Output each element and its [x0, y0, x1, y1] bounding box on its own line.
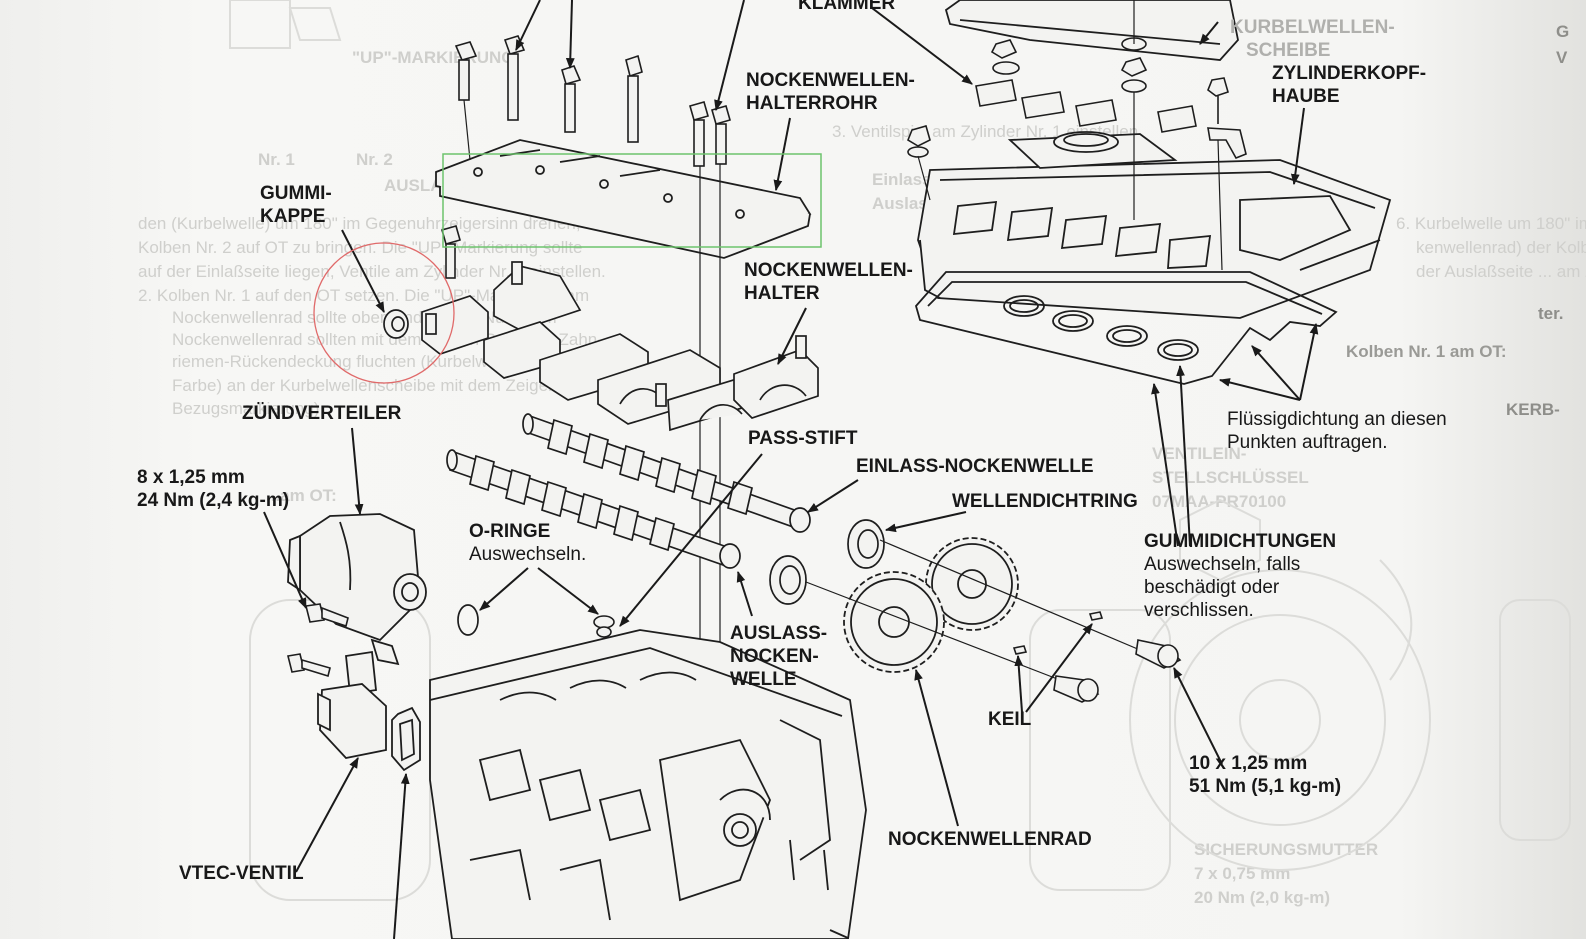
label-fluessigdichtung-2: Punkten auftragen. — [1227, 432, 1388, 453]
intake-camshaft — [522, 413, 811, 533]
ghost-einlass: Einlass — [872, 170, 932, 189]
label-gummidichtungen-note-2: beschädigt oder — [1144, 577, 1280, 598]
label-nockenwellen-halter-2: HALTER — [744, 283, 820, 304]
label-gummidichtungen-title: GUMMIDICHTUNGEN — [1144, 531, 1337, 552]
label-vtec-ventil: VTEC-VENTIL — [179, 863, 304, 884]
ghost-sicherung-3: 20 Nm (2,0 kg-m) — [1194, 888, 1331, 907]
label-gummi-kappe-2: KAPPE — [260, 206, 326, 227]
label-auslass-nockenwelle-1: AUSLASS- — [730, 623, 828, 644]
label-nockenwellen-halter: NOCKENWELLEN- HALTER — [744, 259, 913, 305]
ghost-step2e: Farbe) an der Kurbelwellenscheibe mit de… — [172, 376, 576, 395]
distributor-bolt — [287, 603, 349, 678]
label-einlass-nockenwelle: EINLASS-NOCKENWELLE — [856, 456, 1094, 477]
camshaft-gears — [843, 537, 1019, 673]
label-pass-stift: PASS-STIFT — [748, 428, 858, 449]
ghost-step2a: 2. Kolben Nr. 1 auf den OT setzen. Die "… — [138, 286, 590, 305]
label-zylinderkopf-haube-2: HAUBE — [1272, 86, 1340, 107]
highlight-box-holder-pipe — [442, 153, 822, 248]
label-kurbelwellen-scheibe: KURBELWELLEN- SCHEIBE — [1230, 16, 1395, 62]
holder-bolts — [441, 35, 731, 279]
exhaust-camshaft — [446, 449, 741, 569]
cover-gasket — [914, 271, 1338, 385]
nuts-washers — [907, 37, 1247, 160]
label-torque-distributor: 8 x 1,25 mm 24 Nm (2,4 kg-m) — [137, 466, 289, 512]
label-nockenwellen-halterrohr-1: NOCKENWELLEN- — [746, 70, 915, 91]
o-ring — [457, 604, 479, 636]
label-kurbelwellen-scheibe-2: SCHEIBE — [1246, 40, 1331, 61]
ghost-nr2: Nr. 2 — [356, 150, 393, 169]
ghost-ventilein-1: VENTILEIN- — [1152, 444, 1247, 463]
ghost-para1c: auf der Einlaßseite liegen, Ventile am Z… — [138, 262, 606, 281]
label-zylinderkopf-haube-1: ZYLINDERKOPF- — [1272, 63, 1427, 84]
ghost-para1a: den (Kurbelwelle) um 180" im Gegenuhrzei… — [138, 214, 643, 233]
label-gummi-kappe: GUMMI- KAPPE — [260, 182, 332, 228]
label-fluessigdichtung-1: Flüssigdichtung an diesen — [1227, 409, 1447, 430]
valve-cover — [917, 131, 1392, 319]
label-zylinderkopf-haube: ZYLINDERKOPF- HAUBE — [1272, 62, 1426, 108]
ghost-step6a: 6. Kurbelwelle um 180" im Gegenuhrzeiger… — [1396, 214, 1586, 233]
label-zuendverteiler: ZÜNDVERTEILER — [242, 403, 402, 424]
vtec-valve — [317, 650, 421, 772]
ghost-ter: ter. — [1538, 304, 1564, 323]
label-o-ringe-note: Auswechseln. — [469, 544, 587, 565]
highlight-circle-rubber-cap — [313, 242, 455, 384]
ghost-kerb: KERB- — [1506, 400, 1560, 419]
oil-seals — [769, 519, 885, 605]
ghost-auslass2: Auslass — [872, 194, 938, 213]
leader-arrows — [263, 0, 1319, 939]
label-kurbelwellen-scheibe-1: KURBELWELLEN- — [1230, 17, 1395, 38]
label-wellendichtring: WELLENDICHTRING — [952, 491, 1138, 512]
ghost-ventilein-2: STELLSCHLÜSSEL — [1152, 468, 1309, 487]
spark-plug-cover — [944, 0, 1239, 61]
label-gummidichtungen-note-1: Auswechseln, falls — [1144, 554, 1301, 575]
ghost-am-ot: ...am OT: — [266, 486, 337, 505]
label-torque-distributor-size: 8 x 1,25 mm — [137, 467, 245, 488]
cylinder-head — [429, 629, 867, 939]
label-nockenwellen-halterrohr: NOCKENWELLEN- HALTERROHR — [746, 69, 915, 115]
label-torque-camgear-value: 51 Nm (5,1 kg-m) — [1189, 776, 1342, 797]
keys-bolts — [1012, 611, 1182, 703]
label-torque-camgear-size: 10 x 1,25 mm — [1189, 753, 1308, 774]
label-gummidichtungen: GUMMIDICHTUNGEN Auswechseln, falls besch… — [1144, 530, 1336, 622]
label-nockenwellen-halter-1: NOCKENWELLEN- — [744, 260, 913, 281]
ghost-step6c: der Auslaßseite ... am Zylinder Nr. 4 ei… — [1416, 262, 1586, 281]
camshaft-holders — [421, 261, 819, 432]
ghost-edge-g: G — [1556, 22, 1570, 41]
label-auslass-nockenwelle: AUSLASS- NOCKEN- WELLE — [730, 622, 827, 691]
ghost-nr1: Nr. 1 — [258, 150, 295, 169]
pin-o-ring — [593, 615, 615, 638]
label-gummi-kappe-1: GUMMI- — [260, 183, 332, 204]
label-klammer: KLAMMER — [798, 0, 896, 14]
rubber-cap — [383, 309, 409, 339]
label-auslass-nockenwelle-3: WELLE — [730, 669, 797, 690]
ghost-edge-v: V — [1556, 48, 1568, 67]
label-torque-distributor-value: 24 Nm (2,4 kg-m) — [137, 490, 290, 511]
label-o-ringe: O-RINGE Auswechseln. — [469, 520, 586, 566]
label-fluessigdichtung: Flüssigdichtung an diesen Punkten auftra… — [1227, 408, 1447, 454]
label-o-ringe-title: O-RINGE — [469, 521, 551, 542]
ghost-kolben-nr: Kolben Nr. 1 am OT: — [1346, 342, 1507, 361]
label-keil: KEIL — [988, 709, 1032, 730]
label-auslass-nockenwelle-2: NOCKEN- — [730, 646, 819, 667]
camshaft-holder-pipe — [435, 139, 812, 259]
label-torque-camgear: 10 x 1,25 mm 51 Nm (5,1 kg-m) — [1189, 752, 1341, 798]
ghost-sicherung-1: SICHERUNGSMUTTER — [1194, 840, 1379, 859]
clips — [975, 79, 1197, 133]
distributor — [287, 513, 427, 666]
label-gummidichtungen-note-3: verschlissen. — [1144, 600, 1254, 621]
ghost-step6b: kenwellenrad) der Kolben Nr. 4 auf Einla… — [1416, 238, 1586, 257]
label-nockenwellen-halterrohr-2: HALTERROHR — [746, 93, 878, 114]
ghost-step2f: Bezugsmarkierung) — [172, 399, 320, 418]
label-nockenwellenrad: NOCKENWELLENRAD — [888, 829, 1092, 850]
